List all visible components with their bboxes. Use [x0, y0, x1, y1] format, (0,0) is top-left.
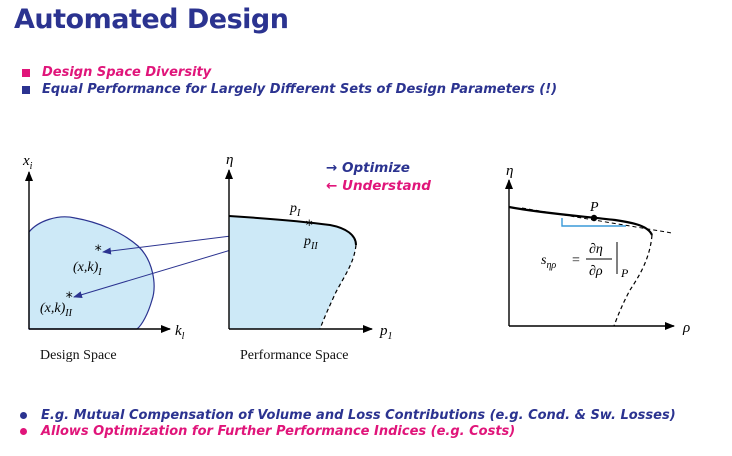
point-P-marker — [590, 214, 598, 222]
slope-triangle — [561, 218, 626, 227]
formula-lhs: sηρ — [541, 253, 556, 271]
pareto-dashed-boundary — [613, 234, 653, 327]
round-bullet-icon — [20, 427, 27, 435]
arrow-legend: → Optimize ← Understand — [326, 160, 431, 196]
design-space-caption: Design Space — [40, 348, 117, 363]
performance-y-axis-label: η — [226, 152, 233, 168]
performance-point-label-I: pI — [289, 201, 301, 219]
bullet-item: Design Space Diversity — [22, 64, 557, 81]
pareto-x-axis-label: ρ — [682, 320, 690, 336]
square-bullet-icon — [22, 85, 30, 94]
bullet-item: Allows Optimization for Further Performa… — [20, 423, 676, 439]
formula-equals: = — [572, 253, 580, 268]
bullet-text: E.g. Mutual Compensation of Volume and L… — [41, 407, 676, 423]
pareto-y-axis-label: η — [506, 163, 513, 179]
performance-space-caption: Performance Space — [240, 348, 349, 363]
slide-title: Automated Design — [14, 4, 289, 35]
design-space-region — [28, 216, 155, 330]
performance-point-label-II: pII — [303, 234, 318, 252]
performance-x-axis-label: p1 — [379, 323, 393, 342]
formula-eval-point: P — [620, 266, 629, 280]
formula-numerator: ∂η — [589, 242, 603, 257]
bullet-text: Equal Performance for Largely Different … — [42, 82, 558, 97]
design-x-axis-label: kl — [175, 323, 185, 342]
bullet-text: Design Space Diversity — [42, 65, 212, 80]
star-marker-icon: * — [94, 243, 102, 259]
design-point-label-II: (x,k)II — [40, 301, 73, 319]
bullet-text: Allows Optimization for Further Performa… — [41, 423, 516, 439]
pareto-curve — [508, 205, 654, 236]
tangent-line — [521, 207, 673, 234]
performance-region — [229, 216, 356, 329]
round-bullet-icon — [20, 411, 27, 419]
performance-space-plot: η p1 * pI pII — [225, 152, 393, 342]
square-bullet-icon — [22, 68, 30, 77]
sensitivity-formula: sηρ = ∂η ∂ρ P — [541, 242, 629, 280]
star-marker-icon: * — [305, 218, 313, 234]
pareto-front-curve — [228, 215, 357, 246]
bullet-item: Equal Performance for Largely Different … — [22, 81, 557, 98]
legend-understand: ← Understand — [326, 178, 431, 194]
point-P-label: P — [589, 200, 599, 215]
bottom-bullet-list: E.g. Mutual Compensation of Volume and L… — [20, 407, 676, 439]
bullet-item: E.g. Mutual Compensation of Volume and L… — [20, 407, 676, 423]
design-y-axis-label: xi — [22, 153, 33, 172]
top-bullet-list: Design Space Diversity Equal Performance… — [22, 64, 557, 98]
formula-denominator: ∂ρ — [589, 264, 603, 279]
legend-optimize: → Optimize — [326, 160, 410, 176]
star-marker-icon: * — [65, 290, 73, 306]
dashed-boundary — [319, 244, 357, 330]
design-space-plot: xi kl * (x,k)I * (x,k)II — [22, 153, 185, 342]
pareto-sensitivity-plot: η ρ P sηρ = ∂η ∂ρ P — [505, 163, 690, 336]
design-point-label-I: (x,k)I — [73, 260, 102, 278]
